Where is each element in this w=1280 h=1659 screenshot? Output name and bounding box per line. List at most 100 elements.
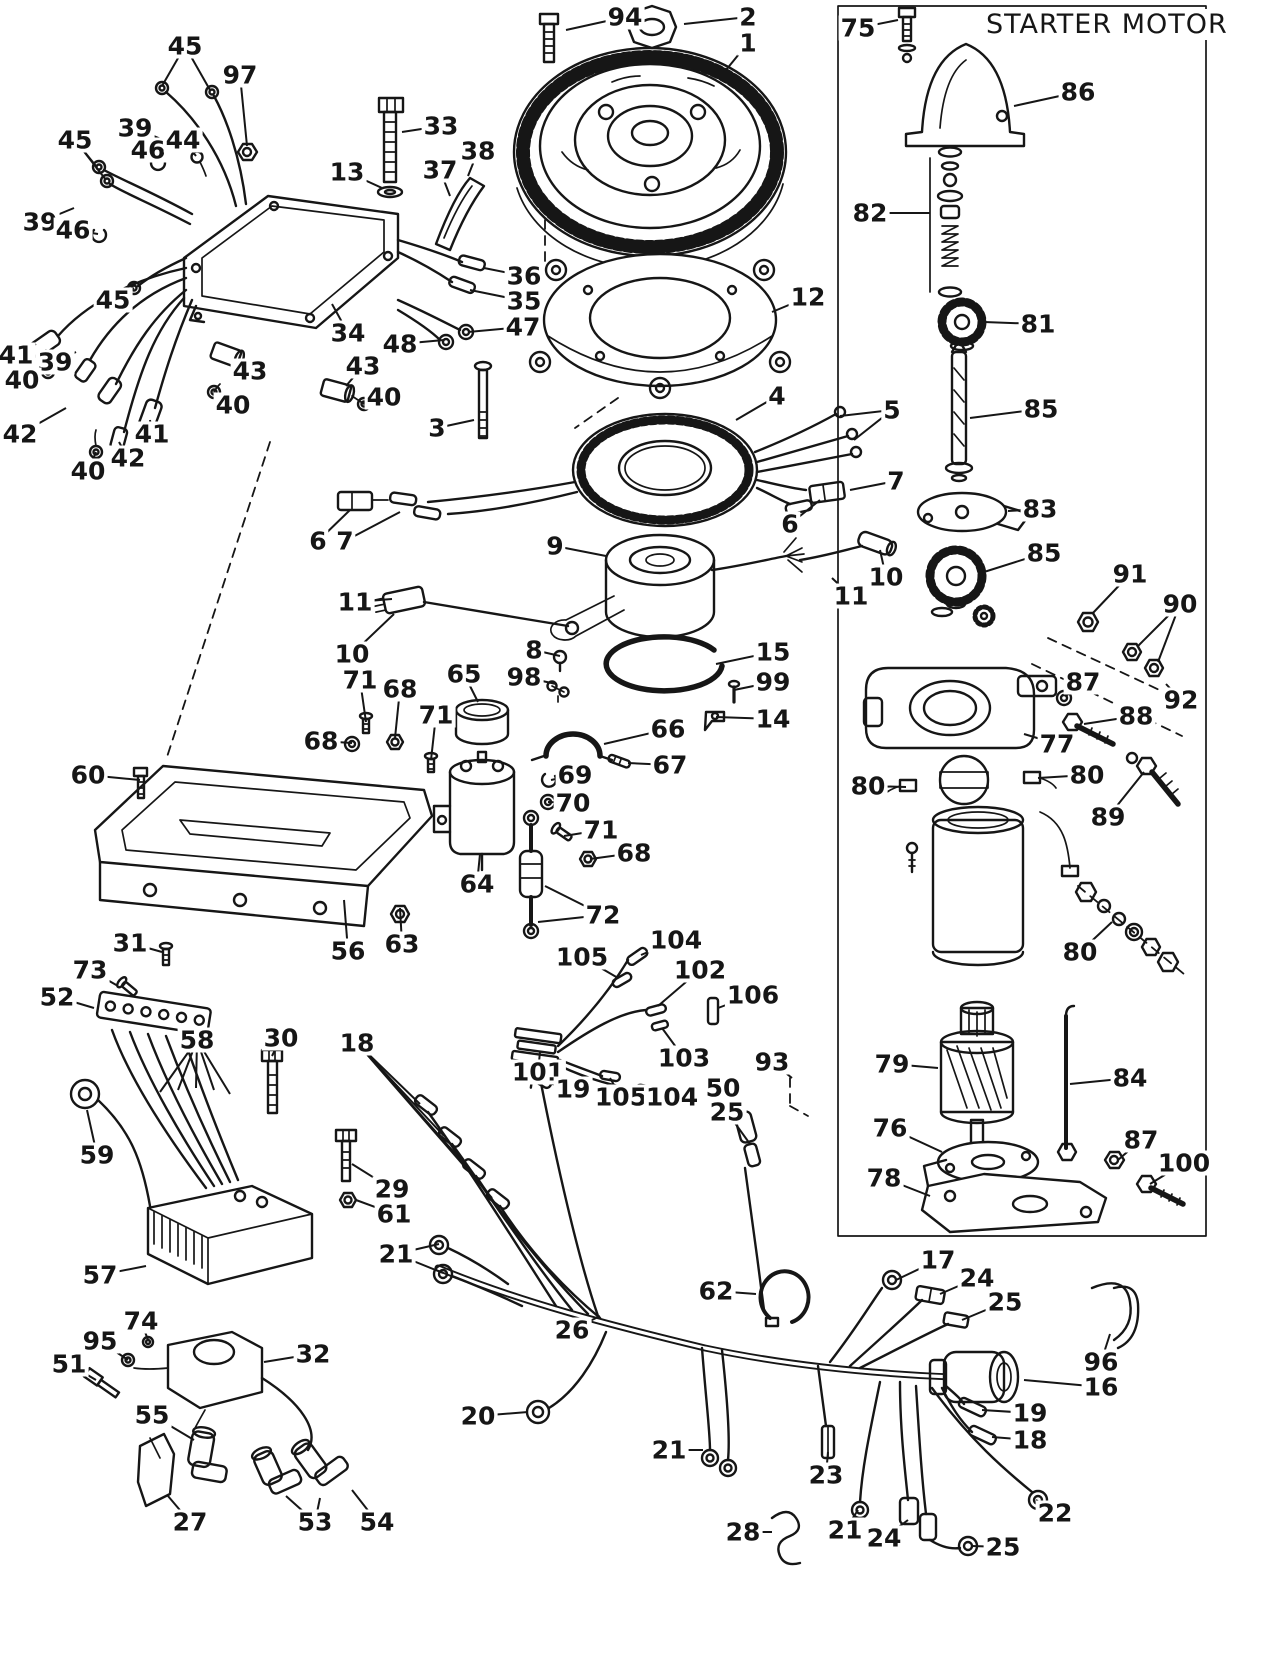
hardware-string-80 bbox=[1074, 881, 1185, 975]
part-number-label-44: 44 bbox=[163, 125, 203, 155]
part-number-label-35: 35 bbox=[504, 286, 544, 316]
part-number-label-71: 71 bbox=[340, 665, 380, 695]
part-number-label-29: 29 bbox=[372, 1174, 412, 1204]
part-number-label-84: 84 bbox=[1110, 1063, 1150, 1093]
part-number-label-41: 41 bbox=[132, 419, 172, 449]
part-number-label-77: 77 bbox=[1037, 729, 1077, 759]
part-number-label-41: 41 bbox=[0, 342, 36, 368]
part-number-label-58: 58 bbox=[177, 1025, 217, 1055]
part-number-label-75: 75 bbox=[838, 13, 878, 43]
part-number-label-14: 14 bbox=[753, 704, 793, 734]
part-number-label-53: 53 bbox=[295, 1507, 335, 1537]
spark-plug-boot-55 bbox=[187, 1425, 228, 1484]
part-number-label-9: 9 bbox=[544, 531, 566, 561]
part-number-label-63: 63 bbox=[382, 929, 422, 959]
part-number-label-100: 100 bbox=[1155, 1148, 1213, 1178]
part-number-label-50: 50 bbox=[703, 1073, 743, 1103]
part-number-label-102: 102 bbox=[671, 955, 729, 985]
part-number-label-99: 99 bbox=[753, 667, 793, 697]
part-number-label-105: 105 bbox=[592, 1082, 650, 1112]
screw-73 bbox=[116, 976, 138, 997]
part-number-label-73: 73 bbox=[70, 955, 110, 985]
part-number-label-81: 81 bbox=[1018, 309, 1058, 339]
bolt-100 bbox=[1135, 1174, 1186, 1207]
part-number-label-82: 82 bbox=[850, 198, 890, 228]
part-number-label-70: 70 bbox=[553, 788, 593, 818]
part-number-label-80: 80 bbox=[848, 771, 888, 801]
part-number-label-65: 65 bbox=[444, 659, 484, 689]
part-number-label-87: 87 bbox=[1063, 667, 1103, 697]
part-number-label-68: 68 bbox=[380, 674, 420, 704]
part-number-label-92: 92 bbox=[1161, 685, 1201, 715]
regulator-rectifier bbox=[146, 1184, 314, 1286]
bolt-33 bbox=[377, 96, 405, 184]
part-number-label-24: 24 bbox=[864, 1523, 904, 1553]
part-number-label-22: 22 bbox=[1035, 1498, 1075, 1528]
part-number-label-36: 36 bbox=[504, 261, 544, 291]
part-number-label-21: 21 bbox=[649, 1435, 689, 1465]
part-number-label-39: 39 bbox=[35, 347, 75, 377]
end-head-77 bbox=[862, 666, 1058, 750]
part-number-label-105: 105 bbox=[553, 942, 611, 972]
starter-solenoid bbox=[432, 750, 516, 872]
part-number-label-79: 79 bbox=[872, 1049, 912, 1079]
part-number-label-71: 71 bbox=[581, 815, 621, 845]
part-number-label-64: 64 bbox=[457, 869, 497, 899]
part-number-label-42: 42 bbox=[108, 443, 148, 473]
part-number-label-91: 91 bbox=[1110, 559, 1150, 589]
bolt-88 bbox=[1061, 712, 1116, 747]
spark-plug-boot-54 bbox=[290, 1438, 349, 1487]
part-number-label-89: 89 bbox=[1088, 802, 1128, 832]
part-number-label-16: 16 bbox=[1081, 1372, 1121, 1402]
clip-98 bbox=[546, 680, 570, 703]
part-number-label-31: 31 bbox=[110, 928, 150, 958]
part-number-label-78: 78 bbox=[864, 1163, 904, 1193]
part-number-label-96: 96 bbox=[1081, 1347, 1121, 1377]
part-number-label-40: 40 bbox=[2, 365, 42, 395]
part-number-label-68: 68 bbox=[301, 726, 341, 756]
armature-shaft-85 bbox=[944, 338, 974, 483]
part-number-label-8: 8 bbox=[523, 635, 545, 665]
part-number-label-104: 104 bbox=[643, 1082, 701, 1112]
part-number-label-25: 25 bbox=[985, 1287, 1025, 1317]
part-number-label-80: 80 bbox=[1060, 937, 1100, 967]
part-number-label-88: 88 bbox=[1116, 701, 1156, 731]
motor-housing bbox=[931, 805, 1025, 967]
part-number-label-80: 80 bbox=[1067, 760, 1107, 790]
part-number-label-32: 32 bbox=[293, 1339, 333, 1369]
retainer-ring-15 bbox=[603, 634, 725, 694]
part-number-label-67: 67 bbox=[650, 750, 690, 780]
part-number-label-5: 5 bbox=[881, 395, 903, 425]
clamp-66 bbox=[530, 731, 614, 762]
part-number-label-59: 59 bbox=[77, 1140, 117, 1170]
part-number-label-46: 46 bbox=[128, 135, 168, 165]
part-number-label-39: 39 bbox=[115, 113, 155, 143]
part-number-label-2: 2 bbox=[737, 2, 759, 32]
bolt-94 bbox=[538, 12, 560, 64]
part-number-label-12: 12 bbox=[788, 282, 828, 312]
part-number-label-26: 26 bbox=[552, 1315, 592, 1345]
part-number-label-46: 46 bbox=[53, 215, 93, 245]
part-number-label-20: 20 bbox=[458, 1401, 498, 1431]
part-number-label-45: 45 bbox=[93, 285, 133, 315]
screw-67 bbox=[607, 753, 632, 769]
part-number-label-98: 98 bbox=[504, 662, 544, 692]
part-number-label-93: 93 bbox=[752, 1047, 792, 1077]
part-number-label-76: 76 bbox=[870, 1113, 910, 1143]
part-number-label-51: 51 bbox=[49, 1349, 89, 1379]
cup-65 bbox=[454, 698, 510, 746]
part-number-label-95: 95 bbox=[80, 1326, 120, 1356]
mounting-tray bbox=[93, 764, 434, 928]
part-number-label-57: 57 bbox=[80, 1260, 120, 1290]
part-number-label-94: 94 bbox=[605, 2, 645, 32]
part-number-label-103: 103 bbox=[655, 1043, 713, 1073]
part-number-label-85: 85 bbox=[1024, 538, 1064, 568]
washer-13 bbox=[376, 185, 404, 199]
part-number-label-68: 68 bbox=[614, 838, 654, 868]
part-number-label-72: 72 bbox=[583, 900, 623, 930]
part-number-label-97: 97 bbox=[220, 60, 260, 90]
part-number-label-45: 45 bbox=[55, 125, 95, 155]
